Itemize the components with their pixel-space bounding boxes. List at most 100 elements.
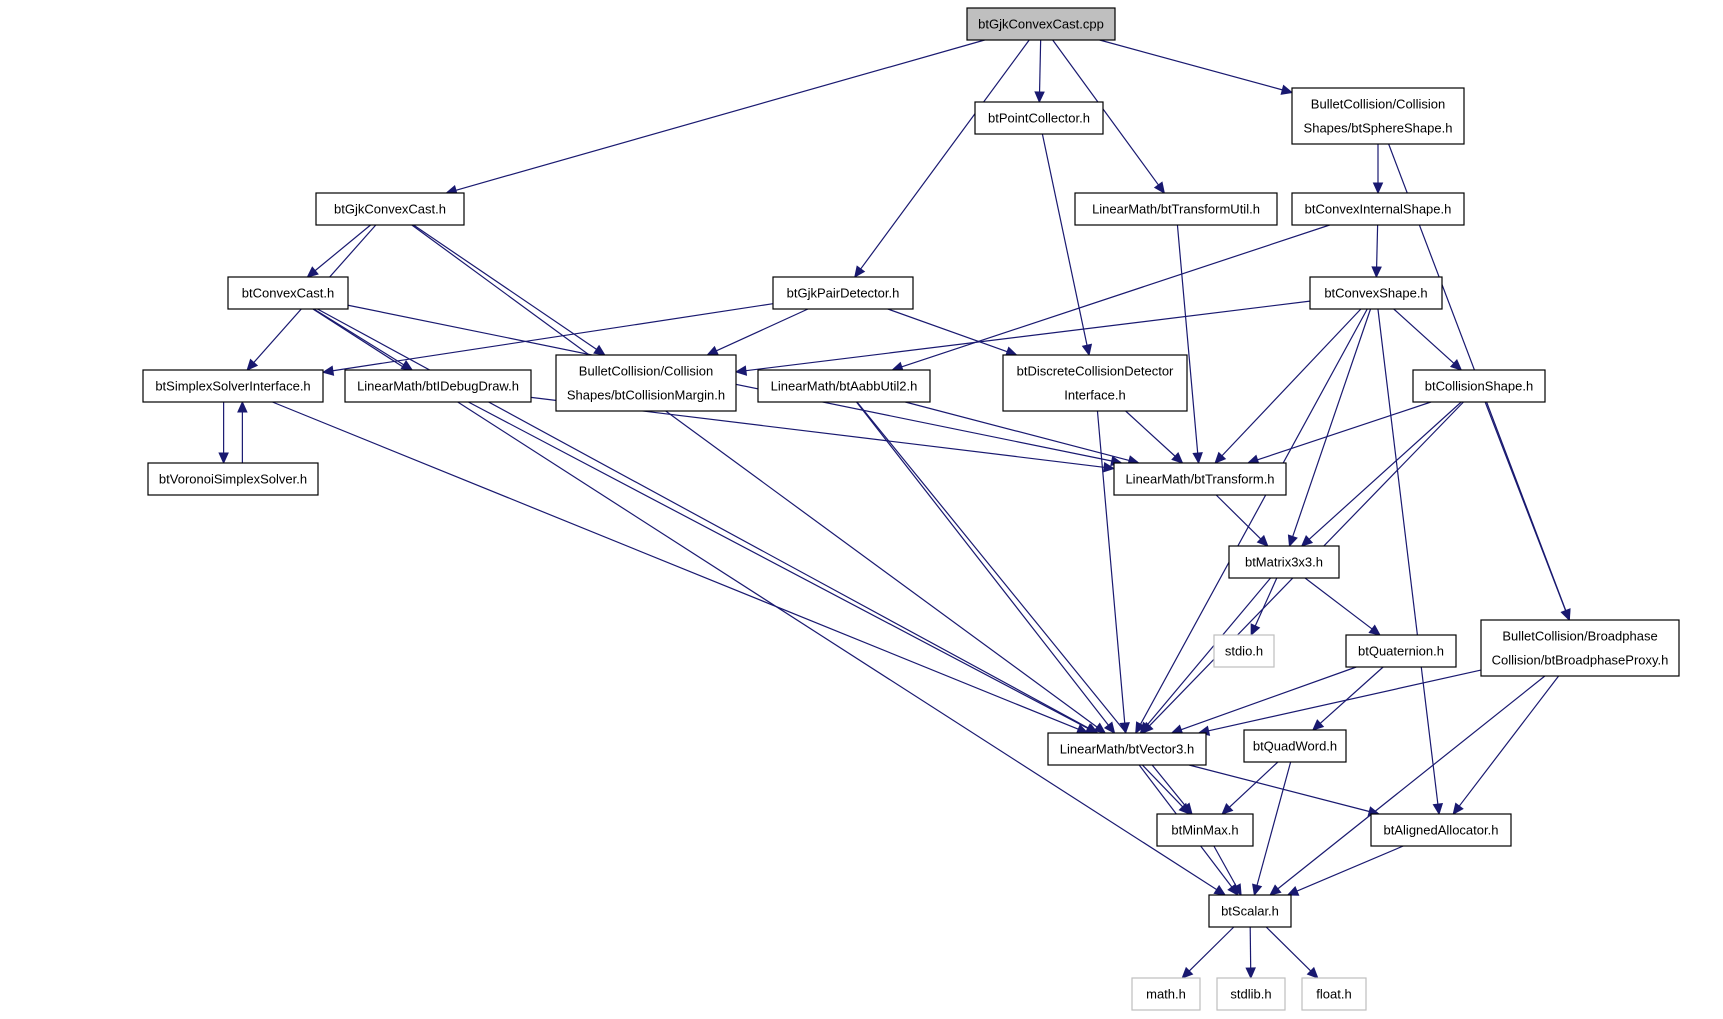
edge-line [1140,308,1368,725]
edge-convexinternal-to-aabbutil [891,224,1330,372]
node-label: btSimplexSolverInterface.h [155,379,310,394]
node-gjkcch[interactable]: btGjkConvexCast.h [315,192,465,226]
node-label: LinearMath/btIDebugDraw.h [357,379,519,394]
arrowhead-icon [1560,608,1571,622]
node-alignedalloc[interactable]: btAlignedAllocator.h [1370,813,1512,847]
edge-gjkpair-to-collisionmargin [706,308,809,356]
edge-voronoi-to-simplexsolver [237,400,248,463]
edge-transformutil-to-transform [1176,224,1203,465]
node-collisionshape[interactable]: btCollisionShape.h [1412,369,1546,403]
edge-discretecd-to-transform [1125,410,1184,464]
edge-convexinternal-to-convexshape [1371,224,1382,279]
node-label: BulletCollision/Collision [579,364,713,379]
edge-line [887,308,1008,353]
node-label: btConvexShape.h [1324,286,1427,301]
edge-quaternion-to-quadword [1311,666,1384,731]
node-label: btQuaternion.h [1358,644,1444,659]
edge-line [1052,39,1159,186]
edge-line [1257,401,1432,461]
edge-line [1376,224,1379,268]
node-scalar[interactable]: btScalar.h [1208,894,1292,928]
node-box [974,101,1104,135]
arrowhead-icon [1102,461,1116,473]
node-box [142,369,324,403]
edge-collisionshape-to-broadphaseproxy [1484,401,1571,622]
node-box [1370,813,1512,847]
edge-broadphaseproxy-to-alignedalloc [1452,675,1560,815]
edge-convexshape-to-collisionshape [1393,308,1463,371]
node-convexcast[interactable]: btConvexCast.h [227,276,349,310]
arrowhead-icon [1286,886,1300,896]
node-box [1480,619,1680,677]
edge-line [1188,926,1235,972]
node-convexinternal[interactable]: btConvexInternalShape.h [1291,192,1465,226]
node-pointcollector[interactable]: btPointCollector.h [974,101,1104,135]
node-aabbutil[interactable]: LinearMath/btAabbUtil2.h [757,369,931,403]
node-convexshape[interactable]: btConvexShape.h [1309,276,1443,310]
arrowhead-icon [1171,452,1184,464]
node-float: float.h [1301,977,1367,1011]
node-label: btScalar.h [1221,904,1279,919]
node-sphereshape[interactable]: BulletCollision/CollisionShapes/btSphere… [1291,87,1465,145]
edge-line [1188,764,1370,813]
node-label: LinearMath/btTransformUtil.h [1092,202,1260,217]
node-box [1208,894,1292,928]
edge-line [1141,764,1184,808]
arrowhead-icon [1372,182,1384,195]
node-label: LinearMath/btTransform.h [1125,472,1274,487]
node-broadphaseproxy[interactable]: BulletCollision/BroadphaseCollision/btBr… [1480,619,1680,677]
edge-line [455,39,985,191]
node-label: btMatrix3x3.h [1245,555,1323,570]
edge-line [901,224,1330,368]
edge-line [1038,39,1042,93]
edge-line [314,224,371,272]
edge-scalar-to-float [1265,926,1319,979]
arrowhead-icon [246,358,259,371]
edge-line [1213,845,1237,887]
edge-line [1125,410,1176,457]
edge-alignedalloc-to-scalar [1286,845,1404,896]
arrowhead-icon [1192,452,1203,465]
node-label: Collision/btBroadphaseProxy.h [1492,653,1669,668]
edge-gjkpair-to-discretecd [887,308,1018,357]
arrowhead-icon [1135,721,1146,735]
edge-line [1215,494,1262,540]
edge-quadword-to-scalar [1252,761,1292,897]
node-collisionmargin[interactable]: BulletCollision/CollisionShapes/btCollis… [555,354,737,412]
node-quadword[interactable]: btQuadWord.h [1243,729,1347,763]
edge-line [413,224,597,350]
edge-matrix3x3-to-vector3 [1139,577,1272,734]
arrowhead-icon [1287,534,1298,548]
arrowhead-icon [1231,883,1242,897]
node-minmax[interactable]: btMinMax.h [1156,813,1254,847]
edge-sphereshape-to-convexinternal [1372,144,1384,195]
node-simplexsolver[interactable]: btSimplexSolverInterface.h [142,369,324,403]
node-box [227,276,349,310]
node-label: BulletCollision/Collision [1311,97,1445,112]
arrowhead-icon [1214,451,1227,464]
edge-line [1292,308,1372,537]
edge-line [1393,308,1455,364]
edge-line [313,308,405,366]
node-gjkpair[interactable]: btGjkPairDetector.h [772,276,914,310]
arrowhead-icon [1432,802,1444,816]
node-quaternion[interactable]: btQuaternion.h [1345,634,1457,668]
node-root[interactable]: btGjkConvexCast.cpp [966,7,1116,41]
node-label: Shapes/btSphereShape.h [1304,121,1453,136]
node-idebugdraw[interactable]: LinearMath/btIDebugDraw.h [344,369,532,403]
node-voronoi[interactable]: btVoronoiSimplexSolver.h [147,462,319,496]
arrowhead-icon [1449,359,1463,371]
edge-line [1254,577,1278,627]
edge-gjkcch-to-convexcast [306,224,371,278]
node-box [315,192,465,226]
arrowhead-icon [1093,722,1107,734]
edge-simplexsolver-to-voronoi [218,402,229,465]
node-matrix3x3[interactable]: btMatrix3x3.h [1228,545,1340,579]
node-transformutil[interactable]: LinearMath/btTransformUtil.h [1074,192,1278,226]
arrowhead-icon [1119,722,1130,735]
edge-root-to-gjkcch [445,39,985,196]
node-transform[interactable]: LinearMath/btTransform.h [1113,462,1287,496]
node-vector3[interactable]: LinearMath/btVector3.h [1047,732,1207,766]
